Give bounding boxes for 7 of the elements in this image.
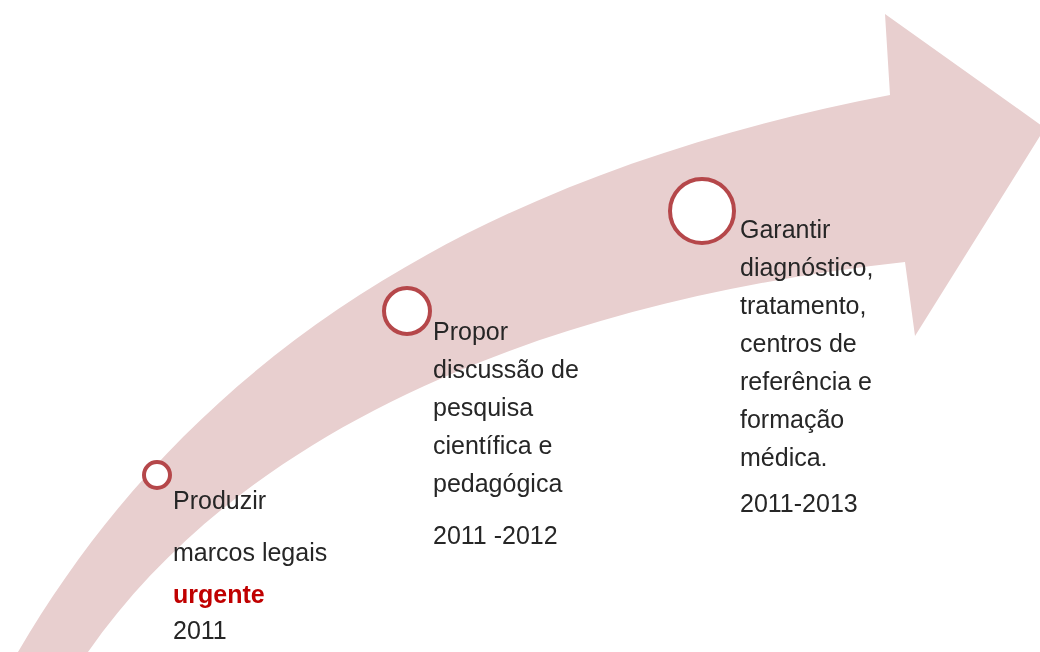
milestone-text: Garantir diagnóstico, tratamento, centros de referência e formação médica.	[740, 214, 875, 473]
year-label: 2011 -2012	[433, 520, 559, 551]
milestone-text: Propor discussão de pesquisa científica e pedagógica	[433, 316, 580, 499]
year-label: 2011	[173, 615, 228, 646]
priority-label: urgente	[173, 579, 266, 610]
year-label: 2011-2013	[740, 488, 859, 519]
milestone-text: Produzir marcos legais	[173, 485, 329, 568]
